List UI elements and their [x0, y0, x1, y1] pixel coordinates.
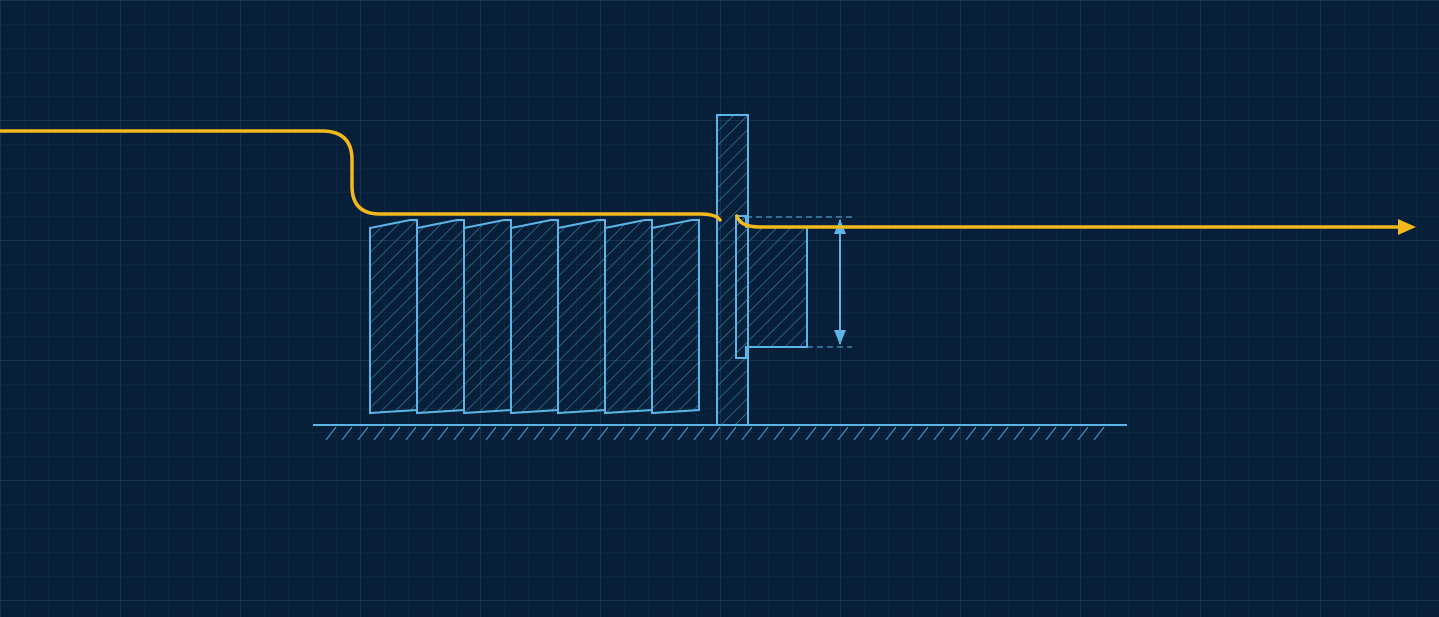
ground-tick: [773, 426, 785, 441]
dimension-marker: [746, 216, 852, 348]
ground-tick: [421, 426, 433, 441]
ground-tick: [709, 426, 721, 441]
ground-tick: [933, 426, 945, 441]
ground-tick: [1061, 426, 1073, 441]
ground-tick: [533, 426, 545, 441]
ground-tick: [373, 426, 385, 441]
flow-line-exit: [735, 214, 1402, 229]
ground-tick: [853, 426, 865, 441]
ground-tick: [789, 426, 801, 441]
ground-tick: [949, 426, 961, 441]
leaf-plate: [651, 219, 700, 415]
ground-tick: [453, 426, 465, 441]
ground-tick: [405, 426, 417, 441]
leaf-stack: [369, 219, 700, 415]
ground-tick: [565, 426, 577, 441]
ground-tick: [885, 426, 897, 441]
ground-tick: [1013, 426, 1025, 441]
ground-tick: [693, 426, 705, 441]
ground-tick: [1093, 426, 1105, 441]
leaf-plate: [557, 219, 606, 415]
ground-tick: [741, 426, 753, 441]
ground-tick: [341, 426, 353, 441]
ground-tick: [1029, 426, 1041, 441]
right-block: [735, 215, 808, 359]
ground-tick: [901, 426, 913, 441]
ground-tick: [869, 426, 881, 441]
ground-tick: [757, 426, 769, 441]
ground-tick: [677, 426, 689, 441]
ground-tick: [981, 426, 993, 441]
leaf-plate: [369, 219, 418, 415]
ground-tick: [597, 426, 609, 441]
ground-tick: [613, 426, 625, 441]
ground-tick: [581, 426, 593, 441]
ground-tick: [821, 426, 833, 441]
leaf-plate: [604, 219, 653, 415]
ground-tick: [485, 426, 497, 441]
ground-tick: [917, 426, 929, 441]
ground-tick: [645, 426, 657, 441]
ground-tick: [1045, 426, 1057, 441]
ground-tick: [725, 426, 737, 441]
ground-hatch-ticks: [325, 426, 1105, 441]
ground-tick: [805, 426, 817, 441]
ground-tick: [1077, 426, 1089, 441]
ground-tick: [389, 426, 401, 441]
ground-tick: [965, 426, 977, 441]
ground-tick: [501, 426, 513, 441]
leaf-plate: [463, 219, 512, 415]
flow-arrow-head: [1398, 219, 1416, 235]
flow-path: [0, 129, 1416, 235]
ground-tick: [325, 426, 337, 441]
ground-tick: [437, 426, 449, 441]
leaf-plate: [510, 219, 559, 415]
ground-tick: [357, 426, 369, 441]
ground-tick: [997, 426, 1009, 441]
dimension-arrow-bottom: [834, 330, 846, 345]
flow-line: [0, 129, 722, 222]
ground-tick: [661, 426, 673, 441]
ground-tick: [837, 426, 849, 441]
ground-tick: [549, 426, 561, 441]
ground-tick: [517, 426, 529, 441]
leaf-plate: [416, 219, 465, 415]
ground-tick: [629, 426, 641, 441]
ground-tick: [469, 426, 481, 441]
